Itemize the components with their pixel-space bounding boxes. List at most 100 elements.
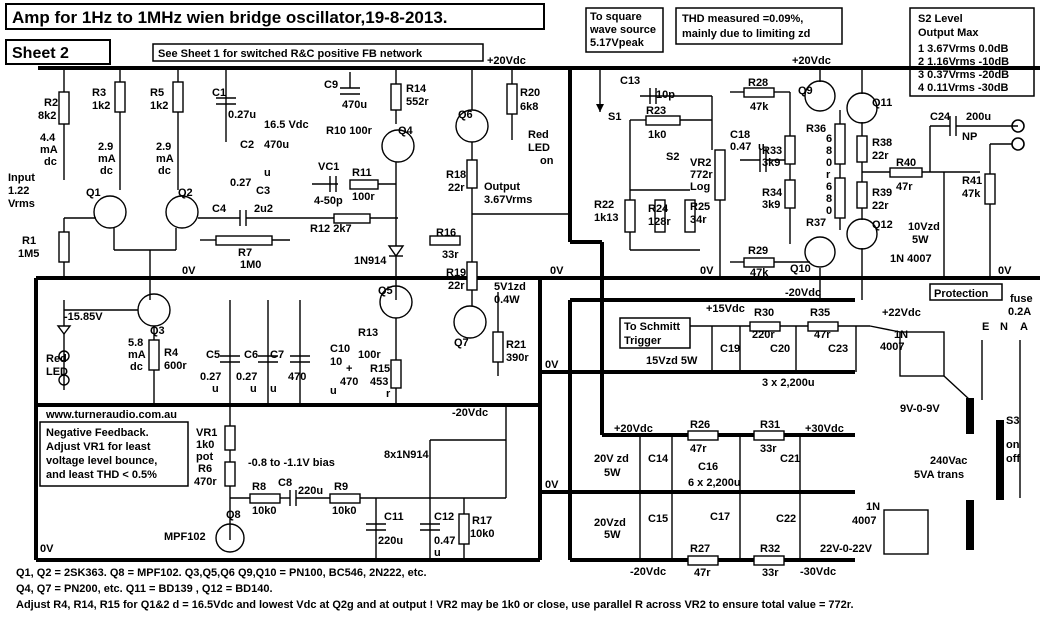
neg-fb-2: Adjust VR1 for least [46,441,151,453]
i4-value: 5.8 [128,337,143,349]
protection-label: Protection [934,288,989,300]
r6-label: R6 [198,463,212,475]
c20-label: C20 [770,343,790,355]
r14-value: 552r [406,96,429,108]
s2-header-1: S2 Level [918,13,963,25]
sheet-label: Sheet 2 [12,45,69,62]
c24-label: C24 [930,111,951,123]
rail-m30: -30Vdc [800,566,836,578]
thd-box [675,7,843,45]
zd20-power: 5W [604,467,621,479]
neg-fb-box [39,421,189,487]
bridge2-1n: 1N [866,501,880,513]
square-wave-box [585,7,664,53]
rail-0v-left: 0V [182,265,196,277]
r8-label: R8 [252,481,266,493]
r34-label: R34 [762,187,783,199]
c10-u: u [330,385,337,397]
trans-v: 240Vac [930,455,967,467]
c10-plus: + [346,363,352,375]
en-a: A [1020,321,1028,333]
r22-value: 1k13 [594,212,618,224]
c5-label: C5 [206,349,220,361]
r7-label: R7 [238,247,252,259]
i2-unit: mA [98,153,116,165]
c2-value: 470u [264,139,289,151]
r21-value: 390r [506,352,529,364]
c24-value: 200u [966,111,991,123]
r35-value: 47r [814,329,831,341]
r14-label: R14 [406,83,427,95]
r9-label: R9 [334,481,348,493]
r27-value: 47r [694,567,711,579]
r38-value: 22r [872,150,889,162]
thd-note-1: THD measured =0.09%, [682,13,803,25]
see-sheet-note: See Sheet 1 for switched R&C positive FB… [158,48,423,60]
r29-value: 47k [750,267,769,279]
c21-label: C21 [780,453,800,465]
led2-led: LED [46,366,68,378]
vr2-value: 772r [690,169,713,181]
c2-label: C2 [240,139,254,151]
fuse-value: 0.2A [1008,306,1031,318]
schmitt-2: Trigger [624,335,662,347]
r41-value: 47k [962,188,981,200]
en-n: N [1000,321,1008,333]
r22-label: R22 [594,199,614,211]
q4-label: Q4 [398,125,414,137]
rail-p30: +30Vdc [805,423,844,435]
q5-label: Q5 [378,285,393,297]
r38-label: R38 [872,137,892,149]
c15-label: C15 [648,513,668,525]
s2-row-2: 2 1.16Vrms -10dB [918,56,1009,68]
r40-label: R40 [896,157,916,169]
r33-label: R33 [762,145,782,157]
rail-0v-mid: 0V [550,265,564,277]
r35-label: R35 [810,307,830,319]
r30-label: R30 [754,307,774,319]
bridge1-1n: 1N [894,329,908,341]
zd15: 15Vzd 5W [646,355,698,367]
r20-label: R20 [520,87,540,99]
i1-dc: dc [44,156,57,168]
q2-label: Q2 [178,187,193,199]
rail-0v-bottom: 0V [40,543,54,555]
i4-dc: dc [130,361,143,373]
c8-label: C8 [278,477,292,489]
r33-value: 3k9 [762,157,780,169]
s3-on: on [1006,439,1020,451]
q12-label: Q12 [872,219,893,231]
r16-label: R16 [436,227,456,239]
q6-label: Q6 [458,109,473,121]
c7-value: 470 [288,371,306,383]
s3-off: off [1006,453,1020,465]
q3-label: Q3 [150,325,165,337]
r13-value: 100r [358,349,381,361]
r26-label: R26 [690,419,710,431]
rail-p22: +22Vdc [882,307,921,319]
rail-0v-right: 0V [998,265,1012,277]
bias-note: -0.8 to -1.1V bias [248,457,335,469]
attenuator [596,68,1025,300]
rail-0v-osc: 0V [700,265,714,277]
bias-circuit [215,405,507,560]
c1-value: 0.27u [228,109,256,121]
r29-label: R29 [748,245,768,257]
r26-value: 47r [690,443,707,455]
c16-label: C16 [698,461,718,473]
zd10-power: 5W [912,234,929,246]
r39-value: 22r [872,200,889,212]
note-3: Adjust R4, R14, R15 for Q1&2 d = 16.5Vdc… [16,599,854,611]
s2-row-1: 1 3.67Vrms 0.0dB [918,43,1009,55]
r36-label: R36 [806,123,826,135]
r680-6: 8 [826,193,832,205]
c3-unit: u [264,167,271,179]
r2-value: 8k2 [38,110,56,122]
bridge2-4007: 4007 [852,515,876,527]
r23-value: 1k0 [648,129,666,141]
en-e: E [982,321,989,333]
c5-unit: u [212,383,219,395]
r28-label: R28 [748,77,768,89]
s3-label: S3 [1006,415,1019,427]
zd10-diode: 1N 4007 [890,253,932,265]
